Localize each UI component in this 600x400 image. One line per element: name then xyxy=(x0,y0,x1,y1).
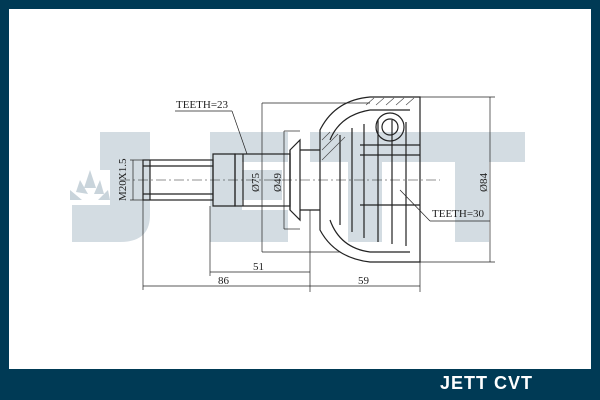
teeth-30-label: TEETH=30 xyxy=(432,208,485,220)
length-51-label: 51 xyxy=(253,261,264,273)
dia-49-label: Ø49 xyxy=(272,173,284,192)
housing-hatching xyxy=(321,97,415,161)
length-59-label: 59 xyxy=(358,275,370,287)
teeth-23-label: TEETH=23 xyxy=(176,99,229,111)
brand-label: JETT CVT xyxy=(440,373,534,393)
jett-watermark xyxy=(72,132,525,242)
watermark-emblem xyxy=(70,170,110,200)
dimension-lines xyxy=(130,96,495,292)
dia-84-label: Ø84 xyxy=(478,173,490,192)
length-86-label: 86 xyxy=(218,275,230,287)
dia-75-label: Ø75 xyxy=(250,173,262,192)
footer-brand-tab xyxy=(378,369,591,400)
thread-label: M20X1.5 xyxy=(117,158,129,201)
